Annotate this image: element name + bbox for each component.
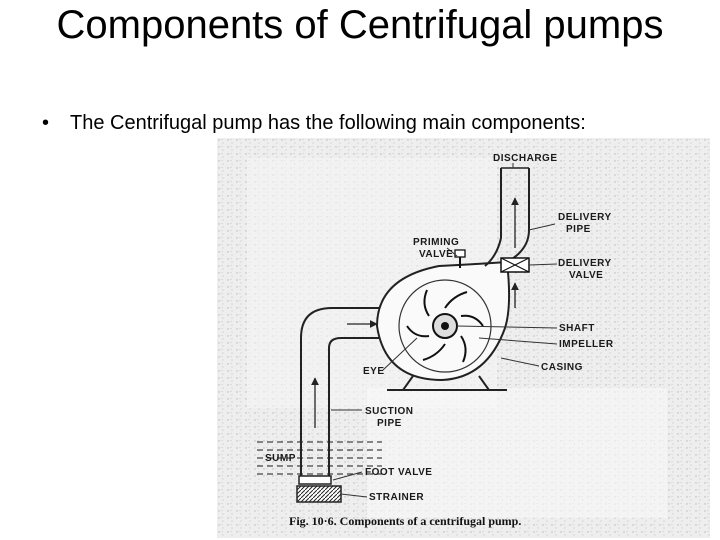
label-suction-line2: PIPE: [377, 418, 402, 429]
pump-diagram: DISCHARGE DELIVERY PIPE PRIMING VALVE DE…: [217, 138, 710, 538]
bullet-dot-icon: •: [42, 112, 50, 134]
impeller: [406, 289, 484, 363]
slide-title: Components of Centrifugal pumps: [56, 3, 664, 47]
priming-valve: [454, 249, 466, 268]
label-casing: CASING: [541, 362, 583, 373]
figure-caption: Fig. 10·6. Components of a centrifugal p…: [289, 514, 521, 528]
label-sump: SUMP: [265, 453, 296, 464]
bullet-item: • The Centrifugal pump has the following…: [42, 110, 678, 137]
label-priming-line2: VALVE: [419, 249, 453, 260]
delivery-valve: [500, 257, 530, 273]
label-foot-valve: FOOT VALVE: [365, 467, 432, 478]
label-delivery-valve-line2: VALVE: [569, 270, 603, 281]
suction-pipe: [300, 307, 385, 476]
label-eye: EYE: [363, 366, 385, 377]
sump-water: [257, 441, 382, 475]
delivery-pipe: [484, 168, 502, 267]
label-delivery-valve-line1: DELIVERY: [558, 258, 612, 269]
foot-valve: [298, 475, 332, 485]
label-shaft: SHAFT: [559, 323, 595, 334]
label-delivery-pipe-line2: PIPE: [566, 224, 591, 235]
label-strainer: STRAINER: [369, 492, 424, 503]
bullet-text: The Centrifugal pump has the following m…: [70, 112, 586, 134]
label-suction-line1: SUCTION: [365, 406, 414, 417]
label-delivery-pipe-line1: DELIVERY: [558, 212, 612, 223]
strainer: [296, 485, 342, 503]
label-discharge: DISCHARGE: [493, 153, 558, 164]
label-impeller: IMPELLER: [559, 339, 614, 350]
label-priming-line1: PRIMING: [413, 237, 459, 248]
